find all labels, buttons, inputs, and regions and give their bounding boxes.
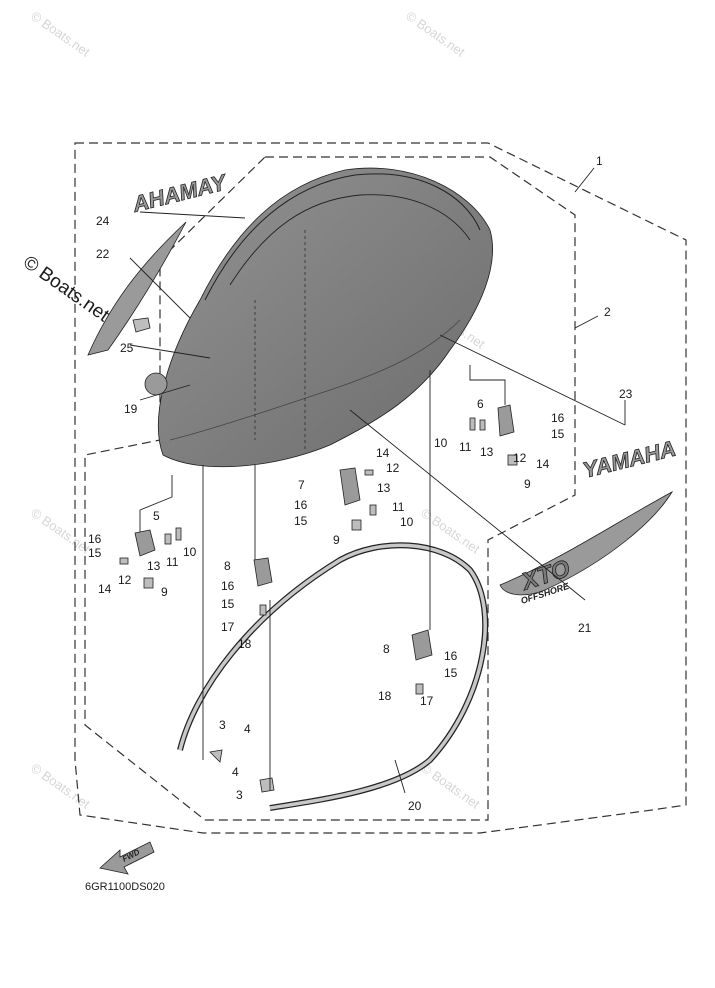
callout-16: 16 — [221, 579, 235, 593]
decal-xto-offshore: XTO OFFSHORE — [499, 490, 674, 606]
diagram-code: 6GR1100DS020 — [85, 881, 165, 893]
ref-line — [139, 475, 173, 532]
callout-16: 16 — [444, 649, 458, 663]
hook-3-4 — [209, 749, 275, 793]
callout-13: 13 — [147, 559, 161, 573]
latch-8-left — [253, 557, 273, 616]
callout-15: 15 — [444, 666, 458, 680]
callout-16: 16 — [551, 411, 565, 425]
callout-10: 10 — [434, 436, 448, 450]
callout-9: 9 — [524, 477, 531, 491]
brand-text: YAMAHA — [580, 436, 678, 483]
callout-12: 12 — [386, 461, 400, 475]
callout-20: 20 — [408, 799, 422, 813]
callout-16: 16 — [294, 498, 308, 512]
callout-18: 18 — [378, 689, 392, 703]
watermark-text: © Boats.net — [28, 505, 93, 557]
callout-2: 2 — [604, 305, 611, 319]
callout-25: 25 — [120, 341, 134, 355]
bracket-center — [339, 467, 377, 531]
callout-16: 16 — [88, 532, 102, 546]
callout-11: 11 — [166, 555, 179, 569]
callout-15: 15 — [294, 514, 308, 528]
callout-3: 3 — [236, 788, 243, 802]
callout-4: 4 — [244, 722, 251, 736]
callout-14: 14 — [376, 446, 390, 460]
assembly-outline-1 — [74, 142, 687, 834]
callout-9: 9 — [333, 533, 340, 547]
callout-4: 4 — [232, 765, 239, 779]
watermark-text: © Boats.net — [28, 760, 93, 812]
callout-14: 14 — [536, 457, 550, 471]
callout-10: 10 — [183, 545, 197, 559]
decal-yamaha-mirrored: AHAMAY — [129, 169, 231, 218]
callout-8: 8 — [224, 559, 231, 573]
latch-8-right — [411, 629, 433, 695]
brand-mirrored-text: AHAMAY — [129, 169, 230, 217]
callout-17: 17 — [420, 694, 434, 708]
callout-15: 15 — [551, 427, 565, 441]
callout-7: 7 — [298, 478, 305, 492]
callout-8: 8 — [383, 642, 390, 656]
callout-10: 10 — [400, 515, 414, 529]
callout-labels: 1 2 3 3 4 4 5 6 7 8 8 9 9 9 10 10 10 11 … — [88, 154, 633, 813]
callout-13: 13 — [377, 481, 391, 495]
bracket-left — [119, 527, 182, 589]
callout-5: 5 — [153, 509, 160, 523]
clip-25 — [132, 317, 151, 333]
callout-6: 6 — [477, 397, 484, 411]
forward-arrow: FWD — [99, 841, 155, 875]
callout-3: 3 — [219, 718, 226, 732]
callout-12: 12 — [118, 573, 132, 587]
callout-17: 17 — [221, 620, 235, 634]
callout-21: 21 — [578, 621, 592, 635]
watermark-text: © Boats.net — [418, 760, 483, 812]
decal-yamaha: YAMAHA — [580, 435, 679, 483]
callout-12: 12 — [513, 451, 527, 465]
decal-stripe-22 — [87, 221, 187, 356]
callout-9: 9 — [161, 585, 168, 599]
callout-19: 19 — [124, 402, 138, 416]
callout-15: 15 — [221, 597, 235, 611]
callout-18: 18 — [238, 637, 252, 651]
watermark-text: © Boats.net — [28, 8, 93, 60]
watermark-text-large: © Boats.net — [19, 252, 113, 327]
callout-22: 22 — [96, 247, 110, 261]
callout-11: 11 — [459, 440, 472, 454]
top-cowling — [157, 167, 493, 468]
callout-13: 13 — [480, 445, 494, 459]
callout-23: 23 — [619, 387, 633, 401]
callout-14: 14 — [98, 582, 112, 596]
callout-11: 11 — [392, 500, 405, 514]
ref-line — [469, 365, 506, 405]
bracket-right — [469, 404, 518, 466]
callout-24: 24 — [96, 214, 110, 228]
grommet-19 — [144, 372, 168, 396]
callout-15: 15 — [88, 546, 102, 560]
watermark-text: © Boats.net — [403, 8, 468, 60]
leader-lines — [129, 167, 626, 794]
callout-1: 1 — [596, 154, 603, 168]
